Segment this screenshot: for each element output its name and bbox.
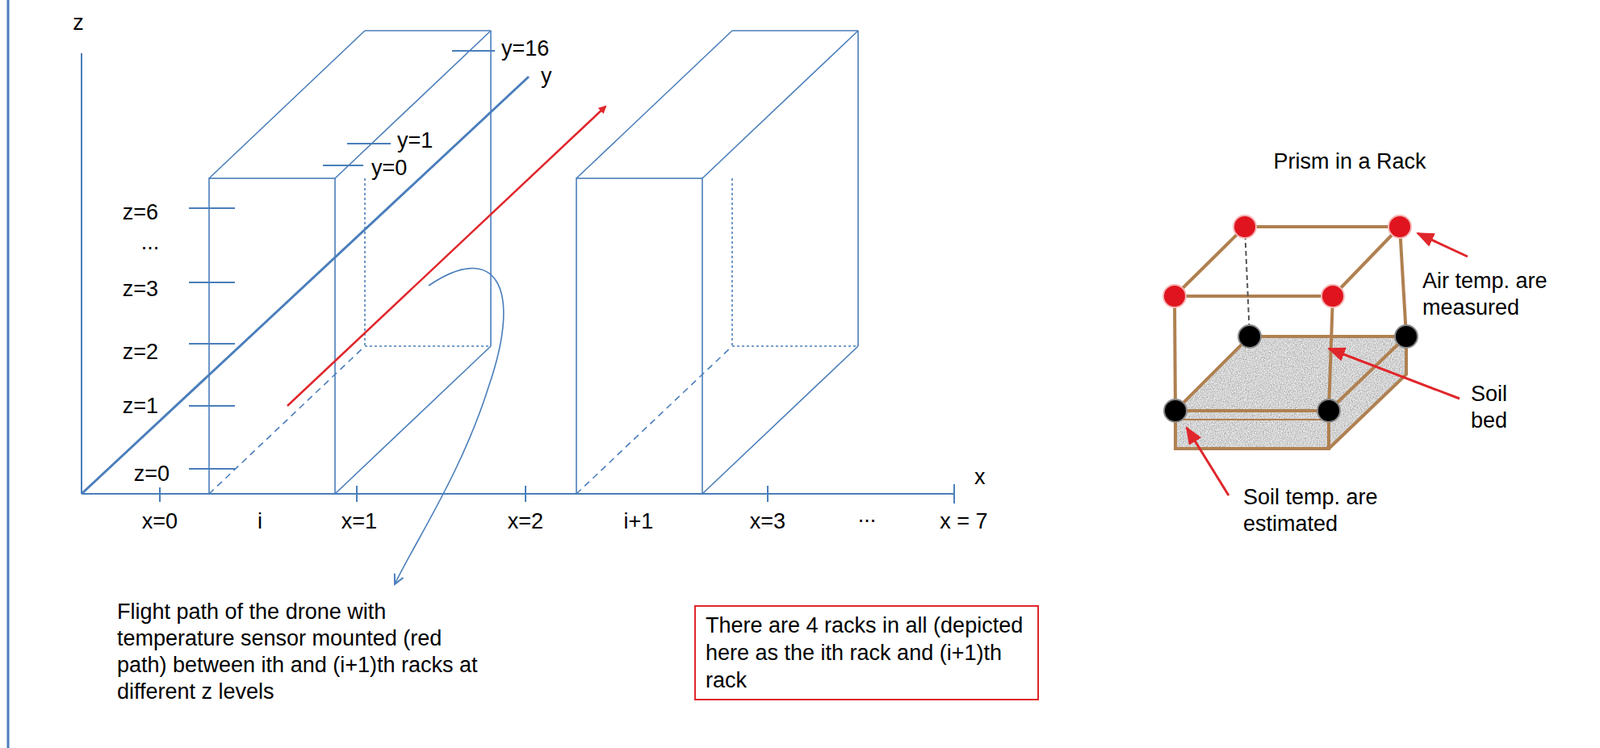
page-border [7, 0, 10, 748]
callout-text: Soil temp. are estimated [1243, 484, 1405, 538]
axis-name: x [972, 464, 988, 491]
tick-label: x=1 [339, 508, 379, 536]
flight-path [287, 106, 606, 407]
tick-label: y=1 [395, 127, 435, 155]
illustration-title: Prism in a Rack [1271, 148, 1428, 176]
axis-name: y [539, 62, 554, 90]
tick-label: z=1 [121, 393, 160, 420]
ellipsis: ... [139, 229, 162, 256]
ellipsis: ... [856, 502, 879, 529]
rack-prism [209, 30, 491, 495]
axes [81, 50, 955, 504]
rack-label: i [255, 508, 264, 536]
tick-label: z=6 [121, 199, 160, 227]
prism-illustration [1163, 215, 1468, 496]
tick-label: z=2 [121, 339, 160, 366]
tick-label: x=2 [506, 508, 545, 536]
leader-line [394, 268, 504, 585]
rack-label: i+1 [622, 508, 656, 536]
note-text: There are 4 racks in all (depicted here … [705, 611, 1028, 695]
note-box: There are 4 racks in all (depicted here … [694, 605, 1039, 701]
tick-label: x=3 [748, 508, 788, 536]
callout-text: Soil bed [1470, 381, 1544, 435]
tick-label: z=3 [121, 276, 160, 303]
callout-text: Air temp. are measured [1422, 268, 1564, 322]
tick-label: y=16 [499, 35, 551, 63]
tick-label: x = 7 [938, 508, 989, 536]
rack-prism [576, 30, 859, 495]
axis-name: z [71, 9, 86, 37]
tick-label: y=0 [369, 154, 409, 182]
note-text: Flight path of the drone with temperatur… [117, 598, 497, 706]
tick-label: z=0 [132, 460, 172, 488]
tick-label: x=0 [140, 508, 180, 536]
